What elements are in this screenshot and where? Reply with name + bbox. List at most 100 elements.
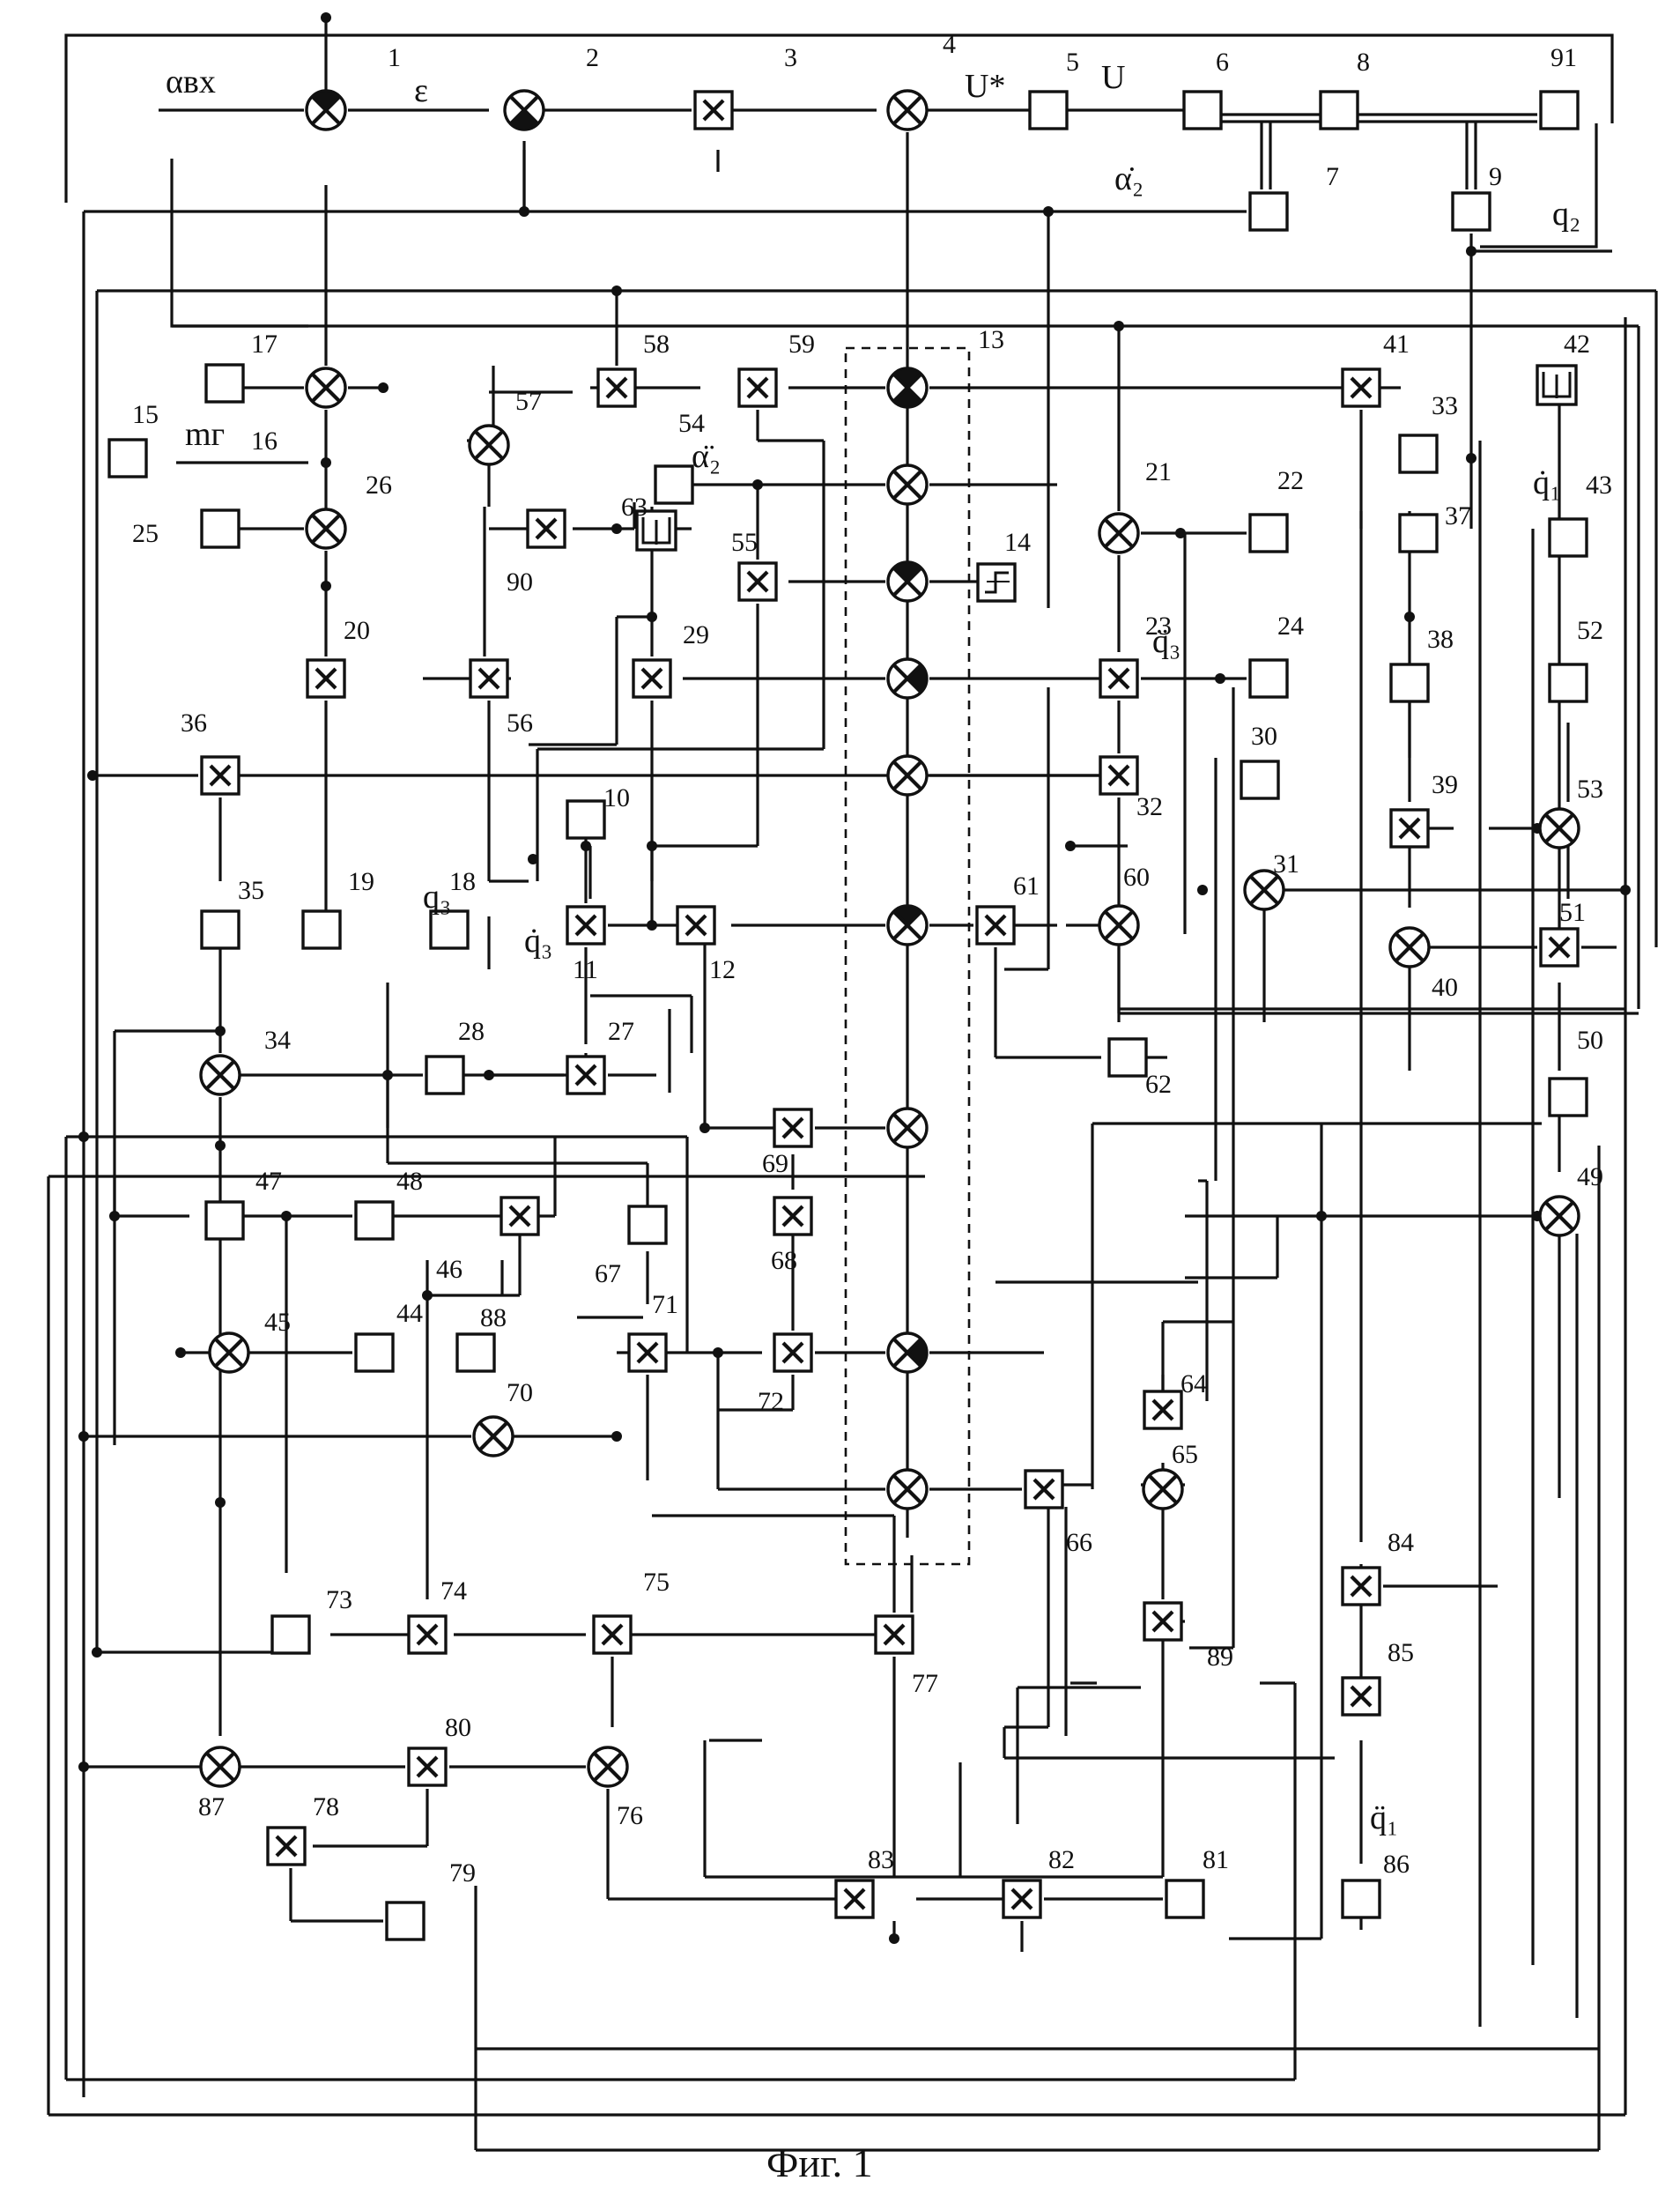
block-6 (1184, 92, 1221, 129)
label-87: 87 (198, 1792, 225, 1821)
multiplier-12 (677, 907, 714, 944)
multiplier-32 (1100, 757, 1137, 794)
multiplier-58 (598, 369, 635, 406)
label-9: 9 (1489, 162, 1502, 191)
multiplier-77 (876, 1616, 913, 1653)
label-45: 45 (264, 1308, 291, 1337)
label-48: 48 (396, 1167, 423, 1196)
label-1: 1 (388, 43, 401, 72)
label-75: 75 (643, 1568, 670, 1597)
label-83: 83 (868, 1845, 894, 1874)
multiplier-27 (567, 1057, 604, 1094)
label-34: 34 (264, 1026, 291, 1055)
multipliers (202, 92, 1578, 1917)
block-47 (206, 1202, 243, 1239)
summer-col-4 (888, 659, 927, 698)
label-19: 19 (348, 867, 374, 896)
summer-40 (1390, 928, 1429, 967)
signal-q3: q₃ (423, 879, 451, 916)
label-72: 72 (758, 1387, 784, 1416)
signal-alpha-in: αвх (166, 63, 216, 100)
block-30 (1241, 761, 1278, 798)
multiplier-41 (1343, 369, 1380, 406)
label-78: 78 (313, 1792, 339, 1821)
signal-q2: q₂ (1552, 196, 1580, 233)
signal-m-g: mг (185, 416, 225, 453)
block-43 (1550, 519, 1587, 556)
label-8: 8 (1357, 48, 1370, 77)
block-50 (1550, 1079, 1587, 1116)
multiplier-75 (594, 1616, 631, 1653)
label-18: 18 (449, 867, 476, 896)
label-85: 85 (1388, 1638, 1414, 1667)
label-57: 57 (515, 387, 542, 416)
block-88 (457, 1334, 494, 1371)
block-labels: 1234567891011121314151617181920212223242… (132, 30, 1612, 1888)
label-52: 52 (1577, 616, 1603, 645)
multiplier-72 (774, 1334, 811, 1371)
multiplier-68 (774, 1198, 811, 1235)
multiplier-61 (977, 907, 1014, 944)
label-63: 63 (621, 493, 648, 522)
multiplier-89 (1144, 1603, 1181, 1640)
summer-col-8 (888, 1333, 927, 1372)
label-13: 13 (978, 325, 1004, 354)
label-54: 54 (678, 409, 705, 438)
signal-q3-dot: q̇₃ (524, 923, 552, 960)
signal-u-star: U* (965, 68, 1005, 105)
block-81 (1166, 1880, 1203, 1917)
block-28 (426, 1057, 463, 1094)
block-25 (202, 510, 239, 547)
label-24: 24 (1277, 612, 1304, 641)
label-67: 67 (595, 1259, 621, 1288)
label-58: 58 (643, 330, 670, 359)
summer-2 (505, 91, 544, 130)
label-29: 29 (683, 620, 709, 649)
multiplier-74 (409, 1616, 446, 1653)
block-86 (1343, 1880, 1380, 1917)
label-38: 38 (1427, 625, 1454, 654)
summer-26 (307, 509, 345, 548)
label-3: 3 (784, 43, 797, 72)
label-76: 76 (617, 1801, 643, 1830)
summer-4 (888, 91, 927, 130)
label-14: 14 (1004, 528, 1031, 557)
label-10: 10 (603, 783, 630, 812)
block-48 (356, 1202, 393, 1239)
summer-57 (470, 426, 508, 464)
multiplier-82 (1003, 1880, 1040, 1917)
summer-70 (474, 1417, 513, 1456)
block-73 (272, 1616, 309, 1653)
block-8 (1321, 92, 1358, 129)
summer-45 (210, 1333, 248, 1372)
label-81: 81 (1203, 1845, 1229, 1874)
summer-col-6 (888, 906, 927, 945)
label-31: 31 (1273, 849, 1299, 879)
summer-60 (1099, 906, 1138, 945)
label-17: 17 (251, 330, 278, 359)
block-62 (1109, 1039, 1146, 1076)
multiplier-71 (629, 1334, 666, 1371)
signal-q3-ddot: q̈₃ (1152, 623, 1180, 660)
block-9 (1453, 193, 1490, 230)
label-50: 50 (1577, 1026, 1603, 1055)
multiplier-78 (268, 1828, 305, 1865)
summer-col-5 (888, 756, 927, 795)
label-73: 73 (326, 1585, 352, 1614)
signal-q1-ddot: q̈₁ (1370, 1799, 1398, 1836)
block-10 (567, 801, 604, 838)
label-12: 12 (709, 955, 736, 984)
multiplier-23 (1100, 660, 1137, 697)
multiplier-55 (739, 563, 776, 600)
label-25: 25 (132, 519, 159, 548)
label-11: 11 (573, 955, 598, 984)
label-51: 51 (1559, 898, 1586, 927)
label-7: 7 (1326, 162, 1339, 191)
block-67 (629, 1206, 666, 1243)
label-43: 43 (1586, 471, 1612, 500)
label-84: 84 (1388, 1528, 1414, 1557)
block-91 (1541, 92, 1578, 129)
block-15 (109, 440, 146, 477)
label-26: 26 (366, 471, 392, 500)
label-49: 49 (1577, 1162, 1603, 1191)
